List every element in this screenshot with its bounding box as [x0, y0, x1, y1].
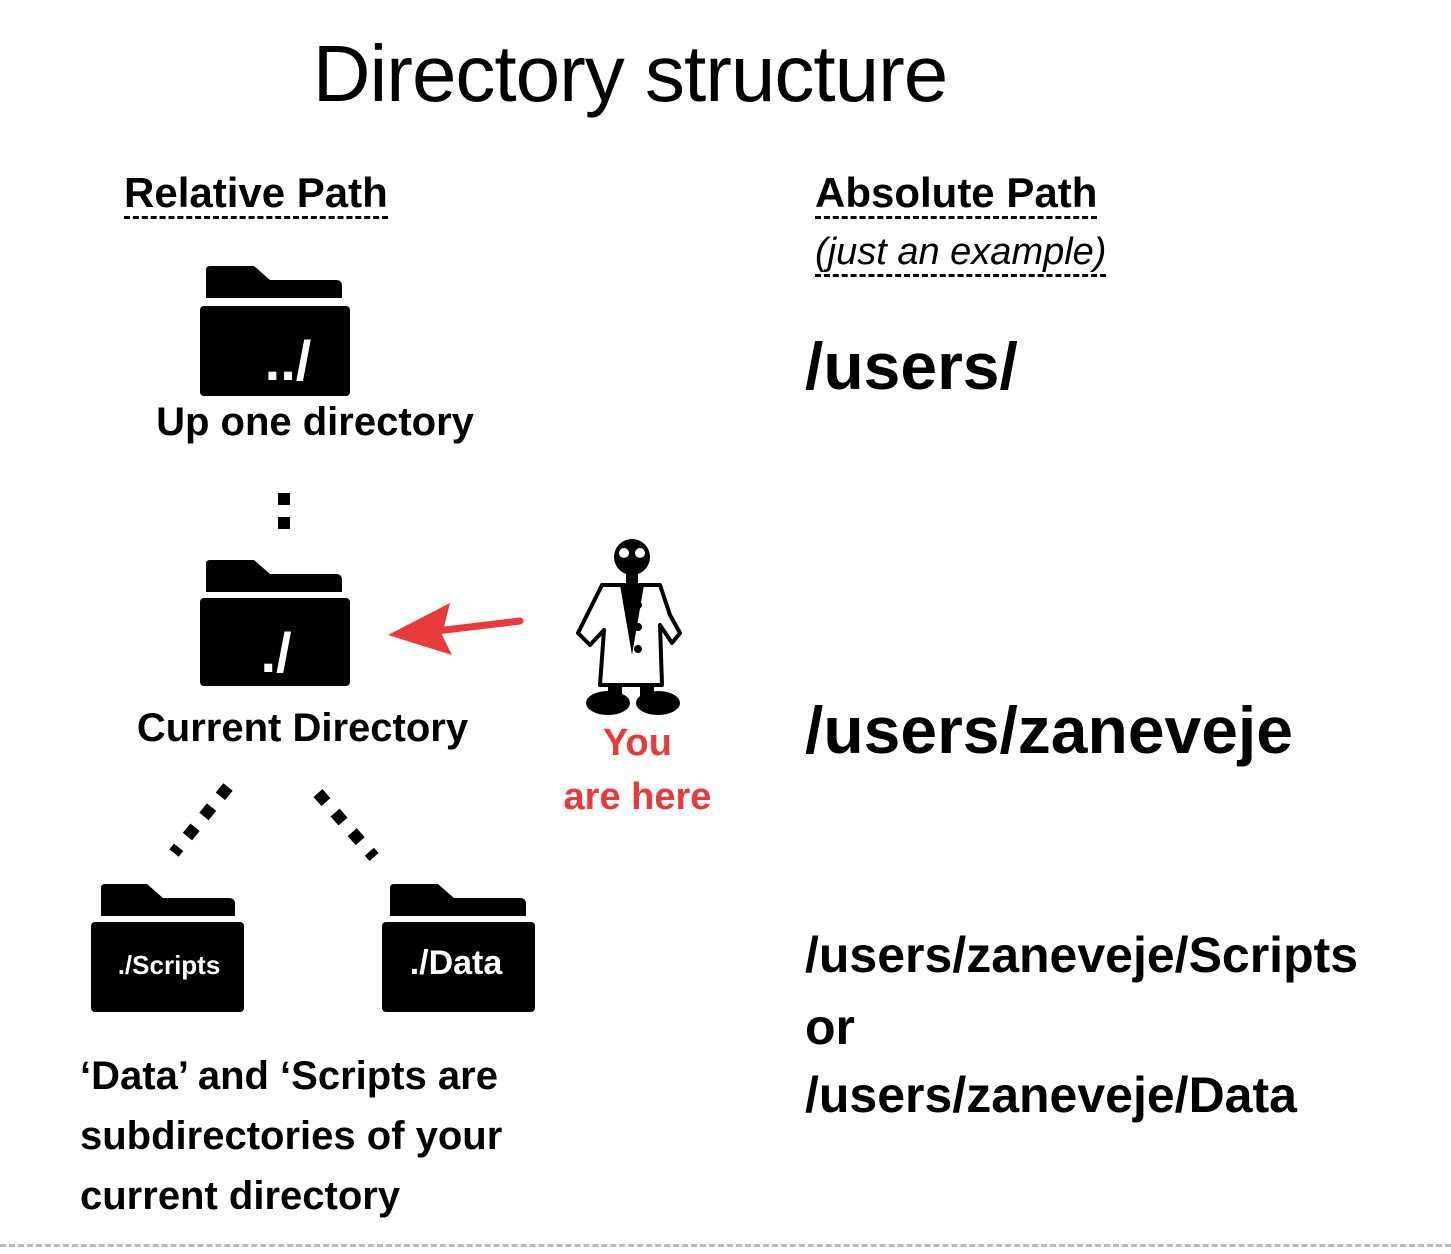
connector-dot	[278, 493, 290, 505]
parent-folder-icon: ../	[200, 266, 350, 396]
absolute-path-data: /users/zaneveje/Data	[805, 1067, 1297, 1123]
arrow-left-icon	[388, 603, 524, 655]
scripts-folder-text: ./Scripts	[118, 950, 221, 980]
you-are-here-line1: You	[603, 722, 672, 764]
data-folder-icon: ./Data	[382, 884, 535, 1012]
connector-right	[313, 789, 379, 861]
absolute-path-parent: /users/	[805, 329, 1018, 403]
current-folder-text: ./	[260, 621, 292, 684]
subfolder-connectors	[169, 783, 379, 861]
note-line1: ‘Data’ and ‘Scripts are	[80, 1054, 498, 1098]
parent-folder-text: ../	[265, 329, 312, 392]
current-folder-label: Current Directory	[136, 706, 469, 750]
absolute-path-current: /users/zaneveje	[805, 693, 1293, 767]
current-folder-icon: ./	[200, 560, 350, 686]
note-line2: subdirectories of your	[80, 1114, 503, 1158]
page-title: Directory structure	[312, 29, 948, 118]
absolute-path-or: or	[805, 999, 855, 1055]
note-line3: current directory	[80, 1174, 401, 1218]
absolute-path-scripts: /users/zaneveje/Scripts	[805, 927, 1359, 983]
data-folder-text: ./Data	[410, 944, 504, 982]
you-are-here-line2: are here	[563, 776, 712, 818]
scripts-folder-icon: ./Scripts	[91, 884, 244, 1012]
connector-dot	[278, 517, 290, 529]
absolute-path-subheading: (just an example)	[815, 230, 1107, 277]
scientist-icon	[576, 539, 682, 715]
absolute-path-heading: Absolute Path	[815, 170, 1098, 219]
relative-path-heading: Relative Path	[124, 170, 388, 219]
parent-folder-label: Up one directory	[156, 400, 474, 444]
bottom-border	[0, 1244, 1451, 1247]
connector-left	[169, 783, 233, 857]
